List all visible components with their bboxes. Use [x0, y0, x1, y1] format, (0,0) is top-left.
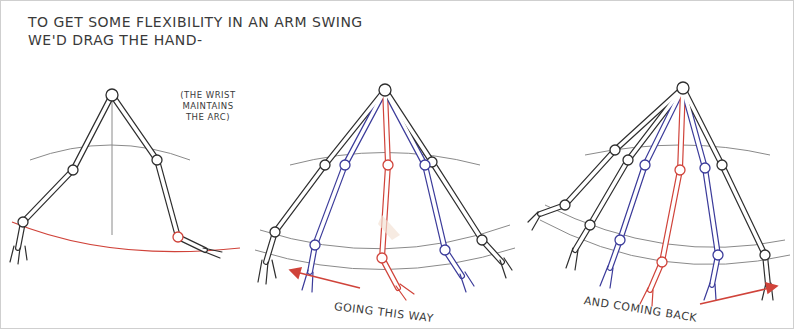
direction-arrows [290, 268, 777, 304]
arm-outlines [18, 88, 768, 290]
direction-label: GOING THIS WAY [333, 300, 474, 329]
arm-fills [18, 88, 768, 290]
wrist-note: (THE WRIST MAINTAINS THE ARC) [180, 90, 236, 123]
watermark-mark [378, 215, 400, 240]
hand-fingers [10, 212, 773, 306]
title-heading: TO GET SOME FLEXIBILITY IN AN ARM SWING … [28, 14, 398, 49]
joints [18, 82, 770, 267]
